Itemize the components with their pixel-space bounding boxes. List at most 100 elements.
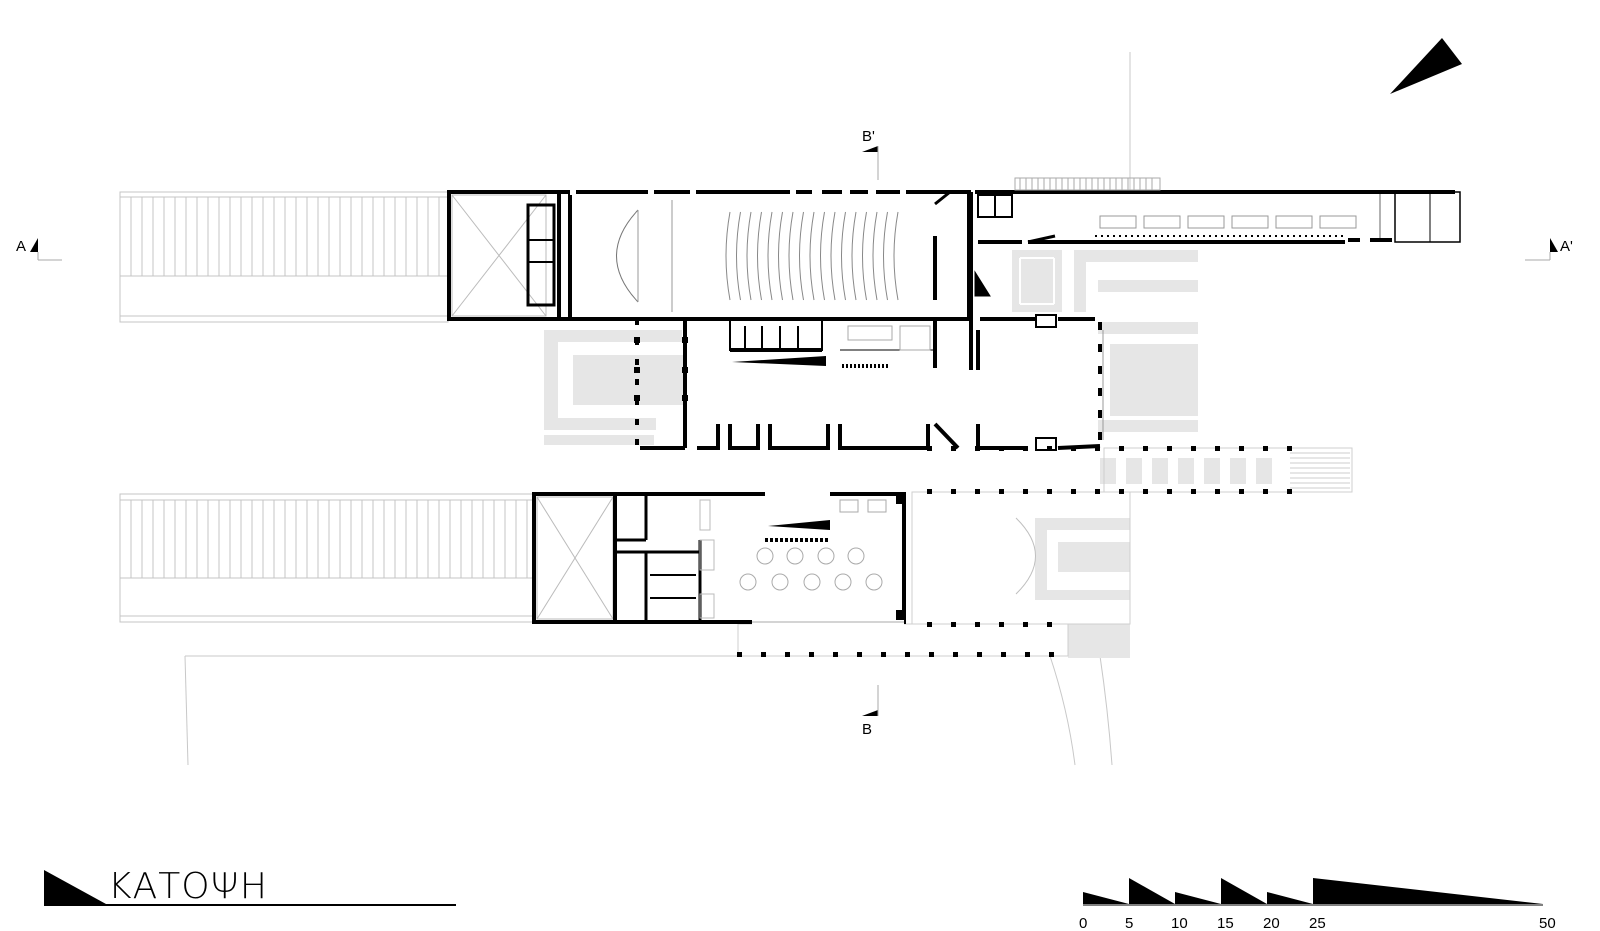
scale-label: 5	[1125, 915, 1133, 931]
colonnade-column	[1071, 446, 1076, 451]
colonnade-column	[975, 446, 980, 451]
foyer-column	[634, 367, 640, 373]
scale-label: 15	[1217, 915, 1234, 931]
scale-wedge	[1083, 892, 1129, 904]
seat-row	[851, 211, 857, 301]
colonnade-column	[1119, 446, 1124, 451]
stair-step	[1290, 457, 1350, 459]
seat-row	[862, 211, 867, 301]
foyer-column	[682, 337, 688, 343]
colonnade-column	[975, 622, 980, 627]
colonnade-column	[1095, 489, 1100, 494]
colonnade-column	[1143, 446, 1148, 451]
colonnade-column	[1239, 446, 1244, 451]
colonnade-column	[1191, 446, 1196, 451]
colonnade-column	[927, 446, 932, 451]
colonnade-column	[999, 622, 1004, 627]
colonnade-column	[929, 652, 934, 657]
paving-block	[1100, 458, 1116, 484]
cafe-table	[756, 547, 774, 565]
paving-block	[1178, 458, 1194, 484]
upper-pergola	[119, 191, 449, 323]
foyer-column	[682, 395, 688, 401]
colonnade-column	[977, 652, 982, 657]
exhibition-table	[1187, 215, 1225, 229]
lower-pergola	[119, 493, 534, 623]
scale-wedge	[1267, 892, 1313, 904]
colonnade-column	[1239, 489, 1244, 494]
seat-row	[757, 211, 762, 301]
stair-step	[1290, 482, 1350, 484]
title-block: ΚΑΤΟΨΗ	[44, 866, 456, 907]
colonnade-column	[1287, 489, 1292, 494]
colonnade-column	[881, 652, 886, 657]
wall-opening	[648, 189, 654, 195]
stair-step	[1290, 452, 1350, 454]
section-marker-a-prime: A'	[1525, 238, 1573, 261]
colonnade-column	[951, 489, 956, 494]
section-label-a: A	[16, 238, 26, 255]
foyer-column	[682, 367, 688, 373]
exhibition-table	[1143, 215, 1181, 229]
wall-opening	[812, 189, 822, 195]
section-label-a-prime: A'	[1560, 238, 1573, 255]
scale-label: 0	[1079, 915, 1087, 931]
seat-row	[872, 211, 878, 301]
colonnade-column	[1047, 446, 1052, 451]
colonnade-column	[1047, 489, 1052, 494]
colonnade-column	[737, 652, 742, 657]
colonnade-column	[1143, 489, 1148, 494]
colonnade-column	[785, 652, 790, 657]
exhibition-table	[1275, 215, 1313, 229]
seat-row	[736, 211, 741, 301]
plan-title: ΚΑΤΟΨΗ	[108, 866, 268, 907]
scale-wedge	[1175, 892, 1221, 904]
colonnade-column	[951, 622, 956, 627]
paving-block	[1126, 458, 1142, 484]
section-label-b-prime: B'	[862, 128, 875, 145]
colonnade-column	[1167, 446, 1172, 451]
seat-row	[788, 211, 794, 301]
seat-row	[841, 211, 846, 301]
paving-block	[1152, 458, 1168, 484]
foyer-column	[634, 337, 640, 343]
title-wedge-icon	[44, 870, 106, 904]
colonnade-column	[833, 652, 838, 657]
seat-row	[767, 211, 773, 301]
cafe-table	[786, 547, 804, 565]
cafe-table	[817, 547, 835, 565]
exhibition-table	[1099, 215, 1137, 229]
auditorium-building	[447, 189, 971, 321]
cafe-table	[865, 573, 883, 591]
scale-label: 20	[1263, 915, 1280, 931]
wall-opening	[900, 189, 906, 195]
colonnade-column	[953, 652, 958, 657]
seat-row	[883, 211, 888, 301]
colonnade-column	[1023, 489, 1028, 494]
exhibition-table	[1319, 215, 1357, 229]
colonnade-column	[857, 652, 862, 657]
corridor-block	[969, 192, 1022, 370]
lower-court-curve	[1015, 517, 1036, 595]
scale-label: 25	[1309, 915, 1326, 931]
section-marker-b: B	[862, 685, 879, 738]
colonnade-column	[1071, 489, 1076, 494]
scale-wedge	[1221, 878, 1267, 904]
wall-opening	[868, 189, 876, 195]
wall-opening	[842, 189, 850, 195]
cafe-table	[847, 547, 865, 565]
colonnade-column	[1095, 446, 1100, 451]
seat-row	[820, 211, 825, 301]
stair-step	[1290, 472, 1350, 474]
section-marker-b-prime: B'	[862, 128, 879, 180]
colonnade-column	[905, 652, 910, 657]
paving-block	[1204, 458, 1220, 484]
colonnade-column	[1023, 622, 1028, 627]
middle-block	[634, 314, 1104, 451]
colonnade-column	[999, 489, 1004, 494]
cafe-table	[803, 573, 821, 591]
colonnade-column	[1167, 489, 1172, 494]
colonnade-column	[1263, 489, 1268, 494]
colonnade-column	[809, 652, 814, 657]
